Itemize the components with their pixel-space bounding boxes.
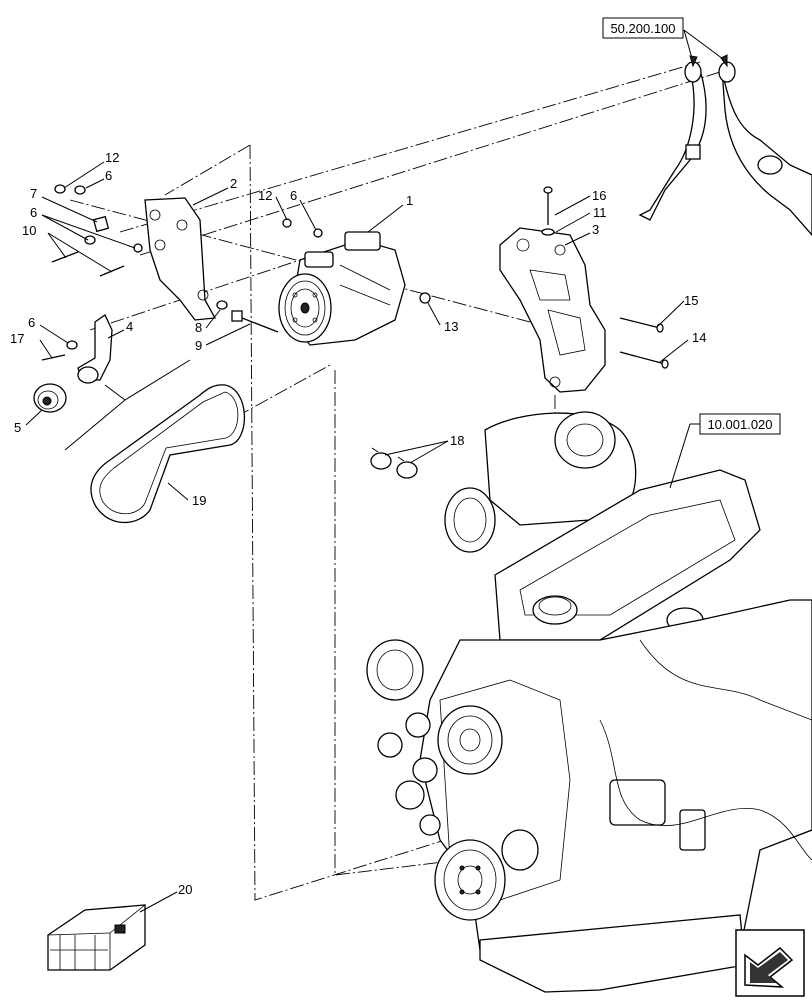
drive-belt-part-19 xyxy=(90,384,246,523)
bracket-part-2 xyxy=(144,197,217,321)
callout-11[interactable]: 11 xyxy=(593,205,607,220)
reference-label-top: 50.200.100 xyxy=(610,21,675,36)
engine-assembly xyxy=(366,411,812,993)
callout-12-b[interactable]: 12 xyxy=(258,188,272,203)
callout-4[interactable]: 4 xyxy=(126,319,133,334)
idler-bracket-part-4 xyxy=(41,314,113,384)
callout-numbers: 1 2 3 4 5 6 6 6 6 7 8 9 10 11 12 12 13 1… xyxy=(10,150,706,897)
hose-clamps-part-18 xyxy=(370,447,418,479)
bracket-part-3 xyxy=(499,227,606,393)
callout-16[interactable]: 16 xyxy=(592,188,606,203)
callout-9[interactable]: 9 xyxy=(195,338,202,353)
reference-box-engine[interactable]: 10.001.020 xyxy=(669,413,781,489)
callout-8[interactable]: 8 xyxy=(195,320,202,335)
callout-10[interactable]: 10 xyxy=(22,223,36,238)
callout-18[interactable]: 18 xyxy=(450,433,464,448)
callout-2[interactable]: 2 xyxy=(230,176,237,191)
belt-leader-bracket xyxy=(64,359,191,451)
fasteners-left xyxy=(51,184,279,333)
ac-compressor-part-1 xyxy=(278,231,406,346)
callout-7[interactable]: 7 xyxy=(30,186,37,201)
kit-crate-part-20 xyxy=(47,904,146,971)
callout-6-c[interactable]: 6 xyxy=(290,188,297,203)
callout-13[interactable]: 13 xyxy=(444,319,458,334)
callout-leaders xyxy=(25,161,689,913)
callout-1[interactable]: 1 xyxy=(406,193,413,208)
callout-6-d[interactable]: 6 xyxy=(28,315,35,330)
next-page-arrow-icon[interactable] xyxy=(735,929,805,997)
callout-20[interactable]: 20 xyxy=(178,882,192,897)
fasteners-compressor xyxy=(282,218,431,304)
callout-15[interactable]: 15 xyxy=(684,293,698,308)
callout-5[interactable]: 5 xyxy=(14,420,21,435)
hose-assembly xyxy=(638,61,812,236)
callout-14[interactable]: 14 xyxy=(692,330,706,345)
callout-19[interactable]: 19 xyxy=(192,493,206,508)
callout-6-b[interactable]: 6 xyxy=(30,205,37,220)
callout-6-a[interactable]: 6 xyxy=(105,168,112,183)
callout-17[interactable]: 17 xyxy=(10,331,24,346)
callout-3[interactable]: 3 xyxy=(592,222,599,237)
idler-pulley-part-5 xyxy=(33,383,67,413)
reference-label-engine: 10.001.020 xyxy=(707,417,772,432)
fasteners-right xyxy=(541,186,669,369)
reference-box-top[interactable]: 50.200.100 xyxy=(602,17,728,68)
callout-12-a[interactable]: 12 xyxy=(105,150,119,165)
